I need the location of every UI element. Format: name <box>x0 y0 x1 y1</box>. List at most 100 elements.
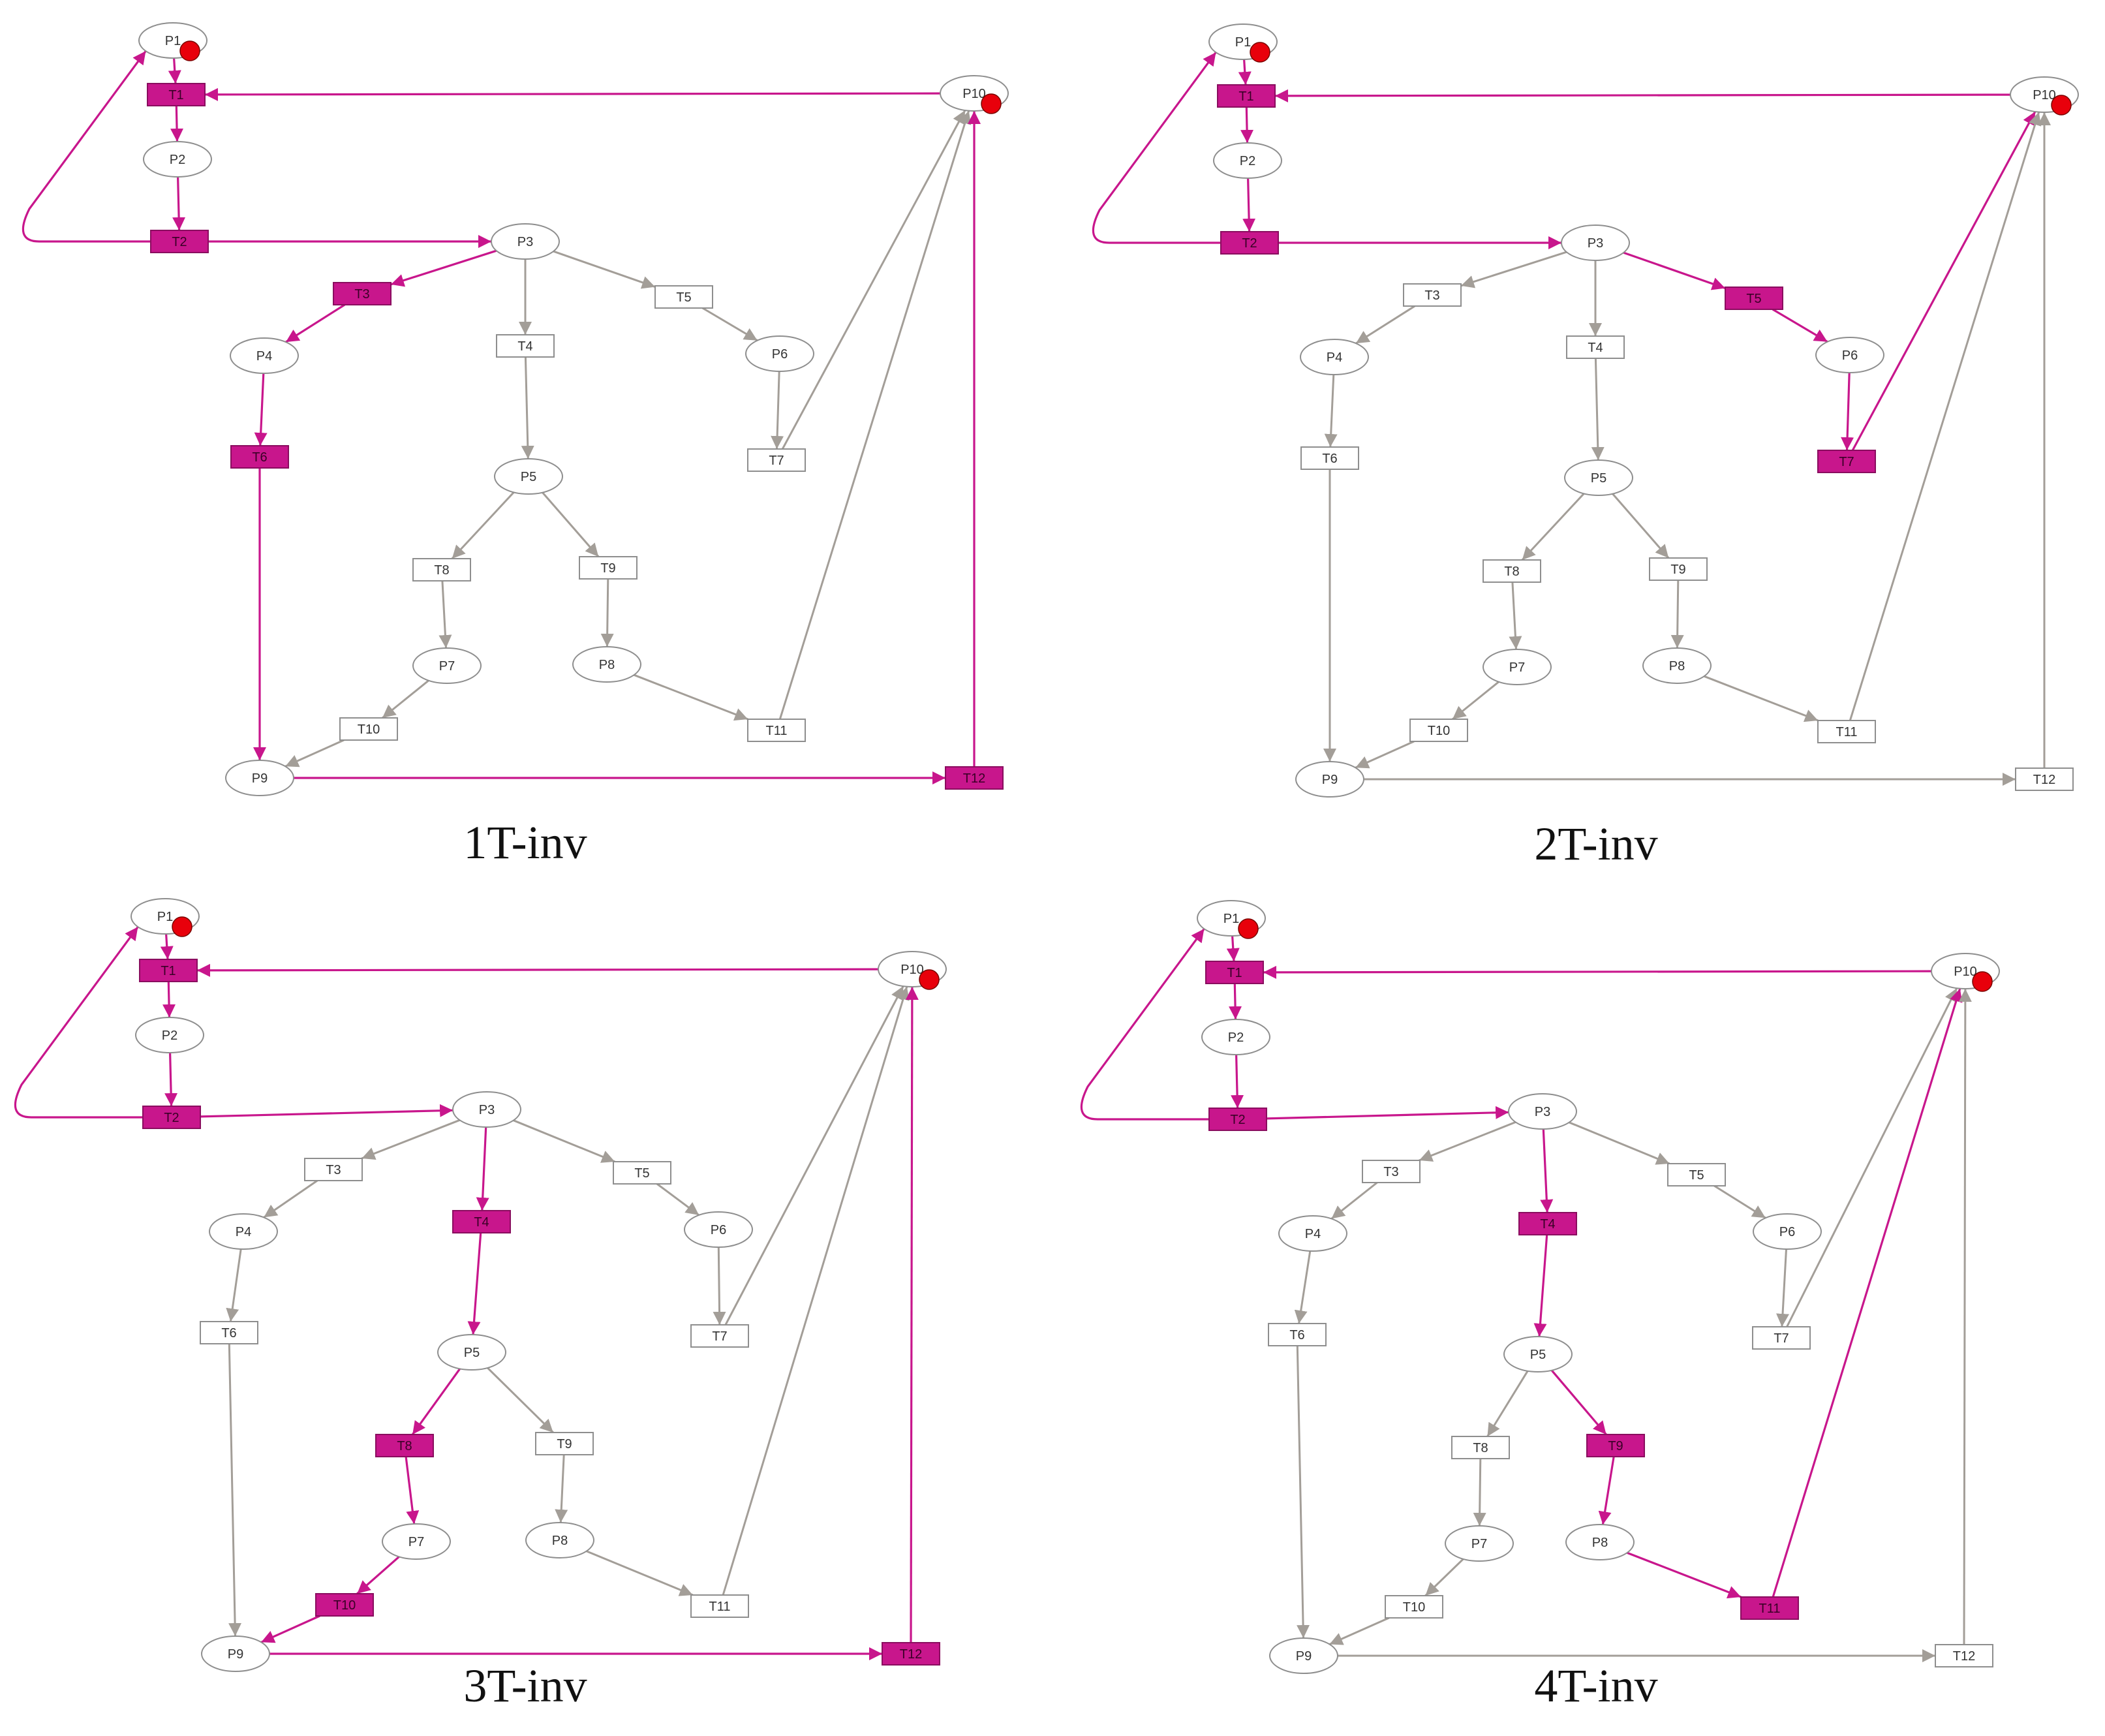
place-p7[interactable]: P7 <box>382 1523 451 1560</box>
transition-t7[interactable]: T7 <box>1817 450 1876 473</box>
transition-t4[interactable]: T4 <box>1566 335 1625 359</box>
place-p4[interactable]: P4 <box>1300 339 1369 375</box>
transition-t3[interactable]: T3 <box>1362 1160 1421 1183</box>
place-p6[interactable]: P6 <box>684 1211 753 1248</box>
transition-t12[interactable]: T12 <box>1935 1644 1993 1667</box>
transition-t10[interactable]: T10 <box>1385 1595 1443 1619</box>
place-p4[interactable]: P4 <box>209 1213 278 1250</box>
transition-t9[interactable]: T9 <box>1649 557 1708 581</box>
transition-t12[interactable]: T12 <box>2015 767 2074 791</box>
transition-label: T10 <box>333 1598 356 1613</box>
arc-t11-p10 <box>1849 112 2042 721</box>
place-p6[interactable]: P6 <box>1815 337 1884 373</box>
place-p2[interactable]: P2 <box>1201 1019 1270 1055</box>
transition-t11[interactable]: T11 <box>1817 720 1876 743</box>
place-p2[interactable]: P2 <box>135 1017 204 1053</box>
transition-t11[interactable]: T11 <box>1740 1596 1799 1620</box>
place-p10[interactable]: P10 <box>2010 76 2079 116</box>
transition-t9[interactable]: T9 <box>535 1432 594 1455</box>
transition-t6[interactable]: T6 <box>230 445 289 469</box>
transition-t9[interactable]: T9 <box>579 556 638 580</box>
arc-t1-p2 <box>162 981 176 1018</box>
transition-t10[interactable]: T10 <box>339 717 398 741</box>
place-p4[interactable]: P4 <box>1278 1215 1347 1252</box>
place-p5[interactable]: P5 <box>494 458 563 495</box>
transition-t11[interactable]: T11 <box>747 719 806 742</box>
place-p3[interactable]: P3 <box>491 223 560 260</box>
transition-shape <box>1362 1160 1421 1183</box>
transition-t3[interactable]: T3 <box>304 1158 363 1181</box>
place-p6[interactable]: P6 <box>1753 1213 1822 1250</box>
transition-t1[interactable]: T1 <box>147 83 206 106</box>
place-p1[interactable]: P1 <box>1197 900 1266 939</box>
transition-t7[interactable]: T7 <box>690 1324 749 1348</box>
panel-caption: 3T-inv <box>463 1660 587 1712</box>
place-p10[interactable]: P10 <box>1931 953 2000 992</box>
place-p6[interactable]: P6 <box>745 335 814 372</box>
transition-t2[interactable]: T2 <box>142 1106 201 1129</box>
place-p3[interactable]: P3 <box>1508 1093 1577 1130</box>
transition-t8[interactable]: T8 <box>1451 1436 1510 1459</box>
transition-t9[interactable]: T9 <box>1586 1434 1645 1457</box>
transition-t12[interactable]: T12 <box>882 1642 940 1666</box>
transition-t7[interactable]: T7 <box>1752 1326 1811 1350</box>
transition-t1[interactable]: T1 <box>1217 84 1276 108</box>
place-p2[interactable]: P2 <box>1213 142 1282 179</box>
transition-t5[interactable]: T5 <box>1667 1163 1726 1186</box>
transition-t6[interactable]: T6 <box>200 1321 258 1344</box>
place-p7[interactable]: P7 <box>1483 649 1552 685</box>
place-p2[interactable]: P2 <box>143 141 212 178</box>
transition-shape <box>1649 557 1708 581</box>
place-p4[interactable]: P4 <box>230 337 299 374</box>
place-p7[interactable]: P7 <box>412 647 482 684</box>
place-p7[interactable]: P7 <box>1445 1525 1514 1562</box>
transition-t4[interactable]: T4 <box>452 1210 511 1233</box>
transition-t2[interactable]: T2 <box>150 230 209 253</box>
transition-t5[interactable]: T5 <box>613 1161 671 1185</box>
place-label: P1 <box>1223 912 1239 926</box>
transition-t10[interactable]: T10 <box>1409 719 1468 742</box>
transition-t8[interactable]: T8 <box>375 1434 434 1457</box>
place-p5[interactable]: P5 <box>437 1334 506 1371</box>
place-p9[interactable]: P9 <box>1269 1637 1338 1674</box>
transition-label: T7 <box>1839 455 1854 469</box>
transition-t12[interactable]: T12 <box>945 766 1004 790</box>
place-p5[interactable]: P5 <box>1503 1336 1573 1372</box>
transition-t4[interactable]: T4 <box>496 334 555 358</box>
place-p1[interactable]: P1 <box>138 22 207 61</box>
place-p8[interactable]: P8 <box>525 1522 594 1558</box>
transition-t5[interactable]: T5 <box>654 285 713 309</box>
arc-p5-t9 <box>1550 1369 1607 1436</box>
transition-t7[interactable]: T7 <box>747 448 806 472</box>
transition-t11[interactable]: T11 <box>690 1594 749 1618</box>
place-p9[interactable]: P9 <box>201 1635 270 1672</box>
transition-t6[interactable]: T6 <box>1300 446 1359 470</box>
place-p5[interactable]: P5 <box>1564 459 1633 496</box>
transition-t8[interactable]: T8 <box>1483 559 1541 583</box>
place-p3[interactable]: P3 <box>452 1091 521 1128</box>
place-p9[interactable]: P9 <box>1295 761 1364 798</box>
place-p10[interactable]: P10 <box>940 75 1009 114</box>
place-p10[interactable]: P10 <box>878 951 947 990</box>
transition-t6[interactable]: T6 <box>1268 1323 1327 1346</box>
transition-t4[interactable]: T4 <box>1518 1212 1577 1235</box>
arc-p5-t8 <box>1486 1370 1529 1437</box>
transition-label: T6 <box>1322 452 1337 466</box>
transition-t2[interactable]: T2 <box>1208 1108 1267 1131</box>
transition-t3[interactable]: T3 <box>333 282 392 305</box>
place-p8[interactable]: P8 <box>572 646 641 683</box>
place-p8[interactable]: P8 <box>1565 1524 1635 1560</box>
transition-t8[interactable]: T8 <box>412 558 471 581</box>
transition-t2[interactable]: T2 <box>1220 231 1279 255</box>
place-p1[interactable]: P1 <box>131 898 200 937</box>
transition-t10[interactable]: T10 <box>315 1593 374 1617</box>
place-p8[interactable]: P8 <box>1642 647 1712 684</box>
transition-t5[interactable]: T5 <box>1725 287 1783 310</box>
transition-t3[interactable]: T3 <box>1403 283 1462 307</box>
place-p3[interactable]: P3 <box>1561 225 1630 261</box>
transition-t1[interactable]: T1 <box>1205 961 1264 984</box>
place-p9[interactable]: P9 <box>225 760 294 796</box>
transition-t1[interactable]: T1 <box>139 959 198 982</box>
place-p1[interactable]: P1 <box>1208 23 1278 63</box>
